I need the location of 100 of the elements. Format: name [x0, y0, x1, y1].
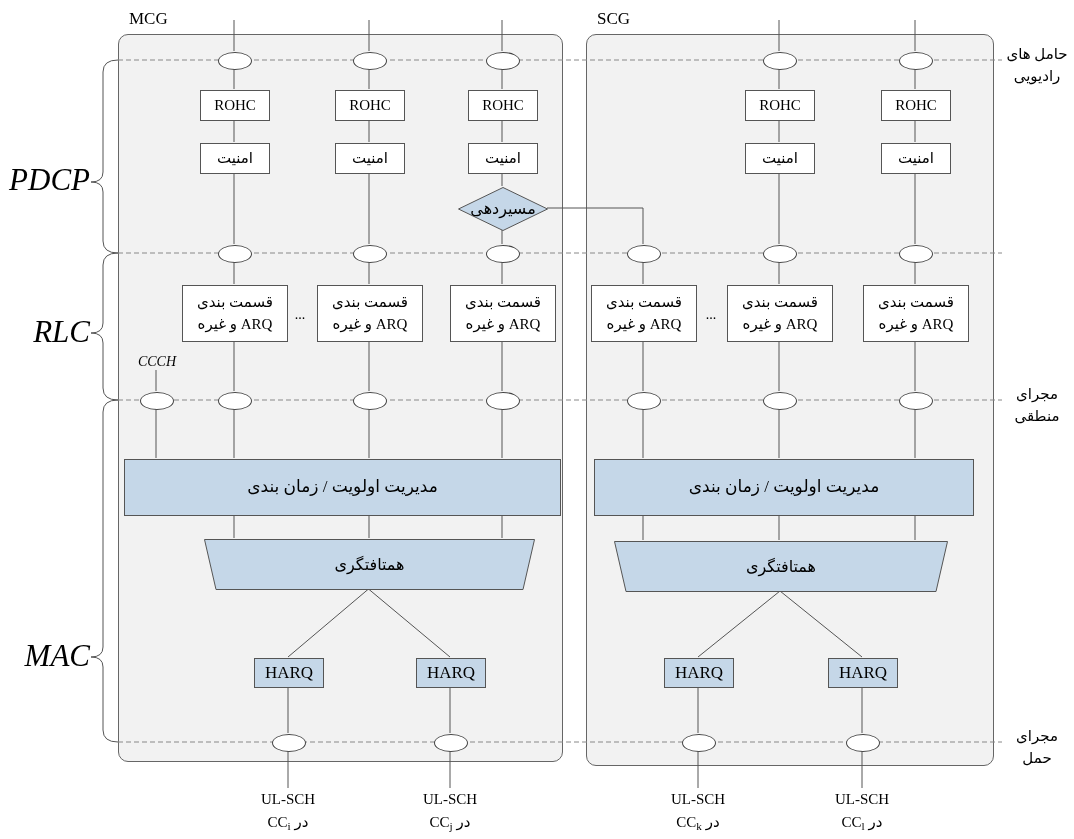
connector-line: [914, 119, 916, 143]
process-box: HARQ: [254, 658, 324, 688]
connector-line: [233, 19, 235, 52]
process-box: HARQ: [828, 658, 898, 688]
process-box: امنیت: [335, 143, 405, 174]
connector-line: [501, 19, 503, 52]
channel-label: UL-SCH: [670, 790, 726, 809]
connector-line: [861, 686, 863, 734]
channel-ellipse: [763, 52, 797, 70]
process-box: امنیت: [200, 143, 270, 174]
connector-line: [368, 19, 370, 52]
channel-ellipse: [627, 392, 661, 410]
process-box: ROHC: [335, 90, 405, 121]
layer-label: RLC: [32, 312, 90, 351]
channel-ellipse: [218, 392, 252, 410]
connector-line: [914, 68, 916, 90]
connector-line: [914, 514, 916, 541]
connector-line: [449, 686, 451, 734]
channel-ellipse: [763, 392, 797, 410]
connector-line: [501, 408, 503, 459]
connector-line: [914, 261, 916, 285]
process-box: قسمت بندی ARQ و غیره: [591, 285, 697, 342]
process-box: قسمت بندی ARQ و غیره: [863, 285, 969, 342]
connector-line: [642, 261, 644, 285]
connector-line: [642, 408, 644, 459]
channel-ellipse: [353, 392, 387, 410]
process-box: قسمت بندی ARQ و غیره: [450, 285, 556, 342]
process-box: قسمت بندی ARQ و غیره: [317, 285, 423, 342]
connector-line: [697, 686, 699, 734]
process-box: قسمت بندی ARQ و غیره: [727, 285, 833, 342]
channel-ellipse: [140, 392, 174, 410]
channel-label: UL-SCH: [834, 790, 890, 809]
connector-line: [233, 172, 235, 245]
layer-label: PDCP: [8, 160, 90, 199]
connector-line: [501, 229, 503, 245]
channel-ellipse: [763, 245, 797, 263]
multiplexer-trapezoid: [204, 539, 535, 590]
connector-line: [368, 588, 451, 658]
group-title: MCG: [129, 8, 168, 30]
connector-line: [287, 588, 369, 658]
connector-line: [861, 750, 863, 789]
process-box: ROHC: [468, 90, 538, 121]
connector-line: [778, 340, 780, 392]
channel-ellipse: [486, 52, 520, 70]
connector-line: [778, 172, 780, 245]
channel-ellipse: [486, 392, 520, 410]
connector-line: [287, 686, 289, 734]
connector-line: [778, 19, 780, 52]
layer-label: MAC: [23, 636, 90, 675]
connector-line: [501, 514, 503, 539]
connector-line: [368, 68, 370, 90]
channel-ellipse: [846, 734, 880, 752]
process-box: قسمت بندی ARQ و غیره: [182, 285, 288, 342]
connector-line: [368, 261, 370, 285]
channel-ellipse: [899, 392, 933, 410]
connector-line: [501, 172, 503, 187]
connector-line: [368, 340, 370, 392]
connector-line: [778, 119, 780, 143]
connector-line: [914, 408, 916, 459]
process-box: ROHC: [745, 90, 815, 121]
process-box: مدیریت اولویت / زمان بندی: [594, 459, 974, 516]
channel-label: CCCH: [132, 351, 182, 371]
process-box: مدیریت اولویت / زمان بندی: [124, 459, 561, 516]
connector-line: [778, 514, 780, 541]
channel-ellipse: [272, 734, 306, 752]
connector-line: [368, 172, 370, 245]
connector-line: [233, 261, 235, 285]
process-box: امنیت: [745, 143, 815, 174]
connector-line: [642, 514, 644, 541]
process-box: امنیت: [881, 143, 951, 174]
connector-line: [501, 261, 503, 285]
channel-ellipse: [353, 52, 387, 70]
connector-line: [368, 119, 370, 143]
channel-ellipse: [899, 245, 933, 263]
connector-line: [368, 408, 370, 459]
connector-line: [233, 408, 235, 459]
channel-ellipse: [899, 52, 933, 70]
channel-ellipse: [682, 734, 716, 752]
group-title: SCG: [597, 8, 631, 30]
channel-label: UL-SCH: [422, 790, 478, 809]
connector-line: [501, 68, 503, 90]
connector-line: [501, 119, 503, 143]
node-label: همتافتگری: [745, 556, 817, 579]
connector-line: [233, 514, 235, 539]
connector-line: [778, 68, 780, 90]
channel-ellipse: [434, 734, 468, 752]
ellipsis-text: ...: [293, 305, 307, 324]
connector-line: [501, 340, 503, 392]
connector-line: [697, 590, 781, 658]
channel-ellipse: [218, 245, 252, 263]
process-box: ROHC: [200, 90, 270, 121]
connector-line: [155, 369, 157, 392]
connector-line: [778, 261, 780, 285]
connector-line: [914, 340, 916, 392]
connector-line: [778, 408, 780, 459]
node-label: همتافتگری: [334, 554, 405, 576]
node-label: مسیردهی: [470, 199, 536, 221]
multiplexer-trapezoid: [614, 541, 948, 592]
connector-line: [233, 68, 235, 90]
process-box: HARQ: [416, 658, 486, 688]
